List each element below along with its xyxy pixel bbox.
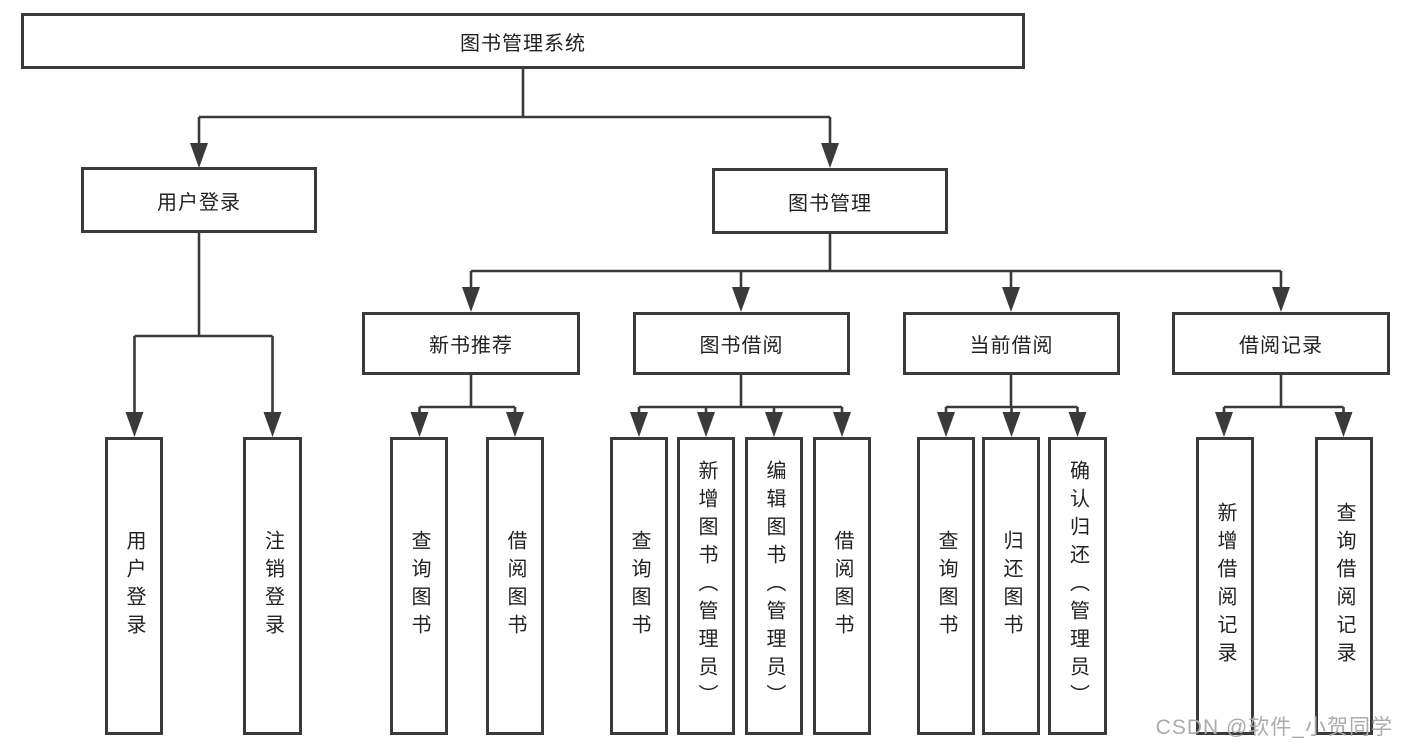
leaf-user-login: 用户登录 [105,437,163,735]
leaf-borrow-books-recommend: 借阅图书 [486,437,544,735]
leaf-query-books-current: 查询图书 [917,437,975,735]
arrowhead-down-icon [937,412,955,437]
leaf-confirm-return-admin: 确认归还（管理员） [1048,437,1107,735]
connector-userlogin-to-leaves [133,232,274,414]
arrowhead-down-icon [410,412,429,437]
leaf-query-books-borrowing-label: 查询图书 [628,530,650,642]
arrowhead-down-icon [506,412,524,437]
leaf-query-books-recommend: 查询图书 [390,437,448,735]
arrowhead-down-icon [1068,412,1087,437]
connector-root-to-level1 [197,68,832,146]
arrowhead-down-icon [1215,412,1233,437]
leaf-edit-books-admin: 编辑图书（管理员） [745,437,803,735]
connector-newbookrec-to-leaves [418,375,517,414]
arrowhead-down-icon [1272,287,1290,312]
node-user-login: 用户登录 [81,167,317,233]
arrowhead-down-icon [1002,287,1020,312]
arrowhead-down-icon [462,287,480,312]
connector-bookborrow-to-leaves [637,374,844,414]
leaf-borrow-books-borrowing: 借阅图书 [813,437,871,735]
arrowhead-down-icon [1002,412,1021,437]
leaf-return-books-label: 归还图书 [1000,530,1022,642]
arrowhead-down-icon [190,143,208,168]
connector-bookmgmt-to-level2 [469,233,1283,290]
leaf-confirm-return-admin-label: 确认归还（管理员） [1066,460,1089,712]
arrowhead-down-icon [833,412,851,437]
leaf-borrow-books-recommend-label: 借阅图书 [504,530,526,642]
leaf-query-books-recommend-label: 查询图书 [408,530,430,642]
node-book-borrowing: 图书借阅 [633,312,850,375]
leaf-add-borrow-record-label: 新增借阅记录 [1214,502,1236,670]
node-borrowing-records: 借阅记录 [1172,312,1390,375]
leaf-logout: 注销登录 [243,437,302,735]
leaf-query-borrow-record: 查询借阅记录 [1315,437,1373,735]
arrowheads [125,143,1353,437]
leaf-borrow-books-borrowing-label: 借阅图书 [831,530,853,642]
connector-borrowrecords-to-leaves [1222,375,1345,414]
leaf-query-books-borrowing: 查询图书 [610,437,668,735]
leaf-query-books-current-label: 查询图书 [935,530,957,642]
node-new-book-recommend: 新书推荐 [362,312,580,375]
arrowhead-down-icon [732,287,750,312]
node-system-root: 图书管理系统 [21,13,1025,69]
arrowhead-down-icon [263,412,282,437]
leaf-user-login-label: 用户登录 [123,530,145,642]
leaf-add-borrow-record: 新增借阅记录 [1196,437,1254,735]
arrowhead-down-icon [821,143,839,168]
leaf-add-books-admin: 新增图书（管理员） [677,437,735,735]
arrowhead-down-icon [630,412,648,437]
arrowhead-down-icon [765,412,783,437]
leaf-logout-label: 注销登录 [261,530,284,642]
node-book-management: 图书管理 [712,168,948,234]
arrowhead-down-icon [697,412,715,437]
leaf-add-books-admin-label: 新增图书（管理员） [695,460,717,712]
connector-lines [133,68,1345,414]
connector-currentborrow-to-leaves [944,374,1079,414]
arrowhead-down-icon [125,412,144,437]
node-current-borrowing: 当前借阅 [903,312,1120,375]
arrowhead-down-icon [1334,412,1353,437]
leaf-query-borrow-record-label: 查询借阅记录 [1333,502,1355,670]
leaf-edit-books-admin-label: 编辑图书（管理员） [763,460,785,712]
leaf-return-books: 归还图书 [982,437,1040,735]
